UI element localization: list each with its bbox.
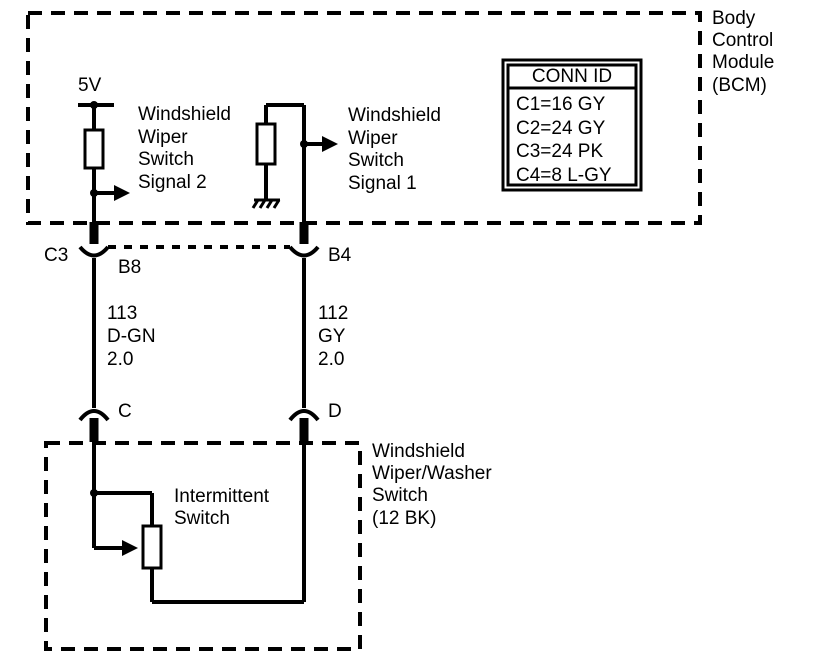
signal-1-label-line: Wiper (348, 128, 398, 149)
conn-id-table: CONN ID C1=16 GY C2=24 GY C3=24 PK C4=8 … (501, 58, 643, 192)
intermittent-label-line: Switch (174, 508, 230, 529)
signal-1-label-line: Windshield (348, 105, 441, 126)
conn-id-title: CONN ID (532, 66, 612, 87)
signal-1-circuit: Windshield Wiper Switch Signal 1 (251, 103, 441, 234)
wire-113-circuit: 113 (107, 303, 137, 324)
signal-2-label-line: Signal 2 (138, 172, 207, 193)
intermittent-label-line: Intermittent (174, 486, 270, 507)
wiper-switch-label: Windshield Wiper/Washer Switch (12 BK) (372, 441, 492, 529)
signal-2-circuit: 5V Windshield Wiper Switch Signal 2 (78, 75, 231, 234)
wire-112-color: GY (318, 326, 346, 347)
switch-connector: C D (78, 401, 342, 442)
wiper-switch-boundary (44, 441, 362, 651)
bcm-boundary (26, 11, 702, 225)
wire-112-circuit: 112 (318, 303, 348, 324)
signal-2-arrow-icon (114, 185, 130, 201)
harness-wires: 113 D-GN 2.0 112 GY 2.0 (92, 258, 348, 408)
ground-icon (251, 198, 281, 209)
wiper-switch-label-line: Switch (372, 485, 428, 506)
pin-b8-label: B8 (118, 257, 141, 278)
bcm-label-line-4: (BCM) (712, 75, 767, 96)
bcm-label-line-2: Control (712, 30, 773, 51)
bcm-label: Body Control Module (BCM) (712, 8, 774, 96)
wiper-switch-label-line: (12 BK) (372, 508, 436, 529)
conn-id-row: C4=8 L-GY (516, 165, 612, 186)
connector-c3-label: C3 (44, 245, 68, 266)
signal-2-label-line: Wiper (138, 127, 188, 148)
conn-id-row: C3=24 PK (516, 141, 603, 162)
bcm-label-line-3: Module (712, 52, 774, 73)
signal-2-label-line: Switch (138, 149, 194, 170)
intermittent-switch: Intermittent Switch (90, 442, 306, 604)
supply-5v-label: 5V (78, 75, 102, 96)
wiper-arrow-icon (122, 540, 138, 556)
bcm-label-line-1: Body (712, 8, 756, 29)
pin-c-label: C (118, 401, 132, 422)
pin-b4-label: B4 (328, 245, 352, 266)
pull-down-resistor (255, 122, 277, 166)
bcm-connector-c3: C3 B8 B4 (44, 222, 352, 278)
potentiometer (141, 524, 163, 570)
conn-id-row: C1=16 GY (516, 94, 606, 115)
wire-113-color: D-GN (107, 326, 156, 347)
conn-id-row: C2=24 GY (516, 118, 606, 139)
wire-112-gauge: 2.0 (318, 349, 344, 370)
pin-d-label: D (328, 401, 342, 422)
wiper-switch-label-line: Wiper/Washer (372, 463, 492, 484)
signal-1-arrow-icon (322, 136, 338, 152)
signal-1-label-line: Switch (348, 150, 404, 171)
wiper-switch-label-line: Windshield (372, 441, 465, 462)
signal-1-label-line: Signal 1 (348, 173, 417, 194)
signal-2-label-line: Windshield (138, 104, 231, 125)
pull-up-resistor (83, 128, 105, 170)
wire-113-gauge: 2.0 (107, 349, 133, 370)
